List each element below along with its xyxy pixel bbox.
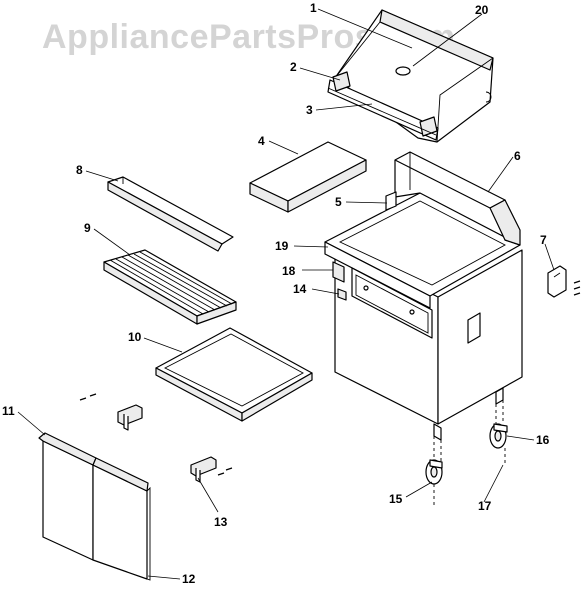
clip-14: [337, 288, 347, 301]
caster-right: [489, 400, 508, 464]
callout-18: 18: [282, 264, 296, 278]
callout-10: 10: [128, 330, 142, 344]
main-cabinet: [324, 151, 523, 441]
callout-3: 3: [306, 103, 313, 117]
hood-lid: [334, 9, 494, 143]
callout-14: 14: [293, 282, 307, 296]
door-right: [92, 457, 151, 581]
rail-bar: [107, 176, 234, 252]
handle-knob: [395, 66, 411, 76]
callout-6: 6: [514, 149, 521, 163]
hinge-13: [190, 456, 233, 483]
hinge-hardware-upper: [79, 393, 143, 431]
callout-5: 5: [335, 195, 342, 209]
door-left: [38, 432, 97, 561]
leader-lines: [17, 8, 555, 580]
callout-12: 12: [182, 572, 196, 586]
callout-13: 13: [214, 515, 228, 529]
callout-11: 11: [2, 404, 15, 418]
callout-20: 20: [475, 3, 489, 17]
callout-1: 1: [310, 1, 317, 15]
top-panel: [249, 141, 367, 213]
hood-front-rail: [327, 71, 439, 141]
callout-8: 8: [76, 163, 83, 177]
callout-2: 2: [290, 60, 297, 74]
callout-16: 16: [536, 433, 550, 447]
bracket-5: [385, 191, 397, 211]
callout-15: 15: [389, 492, 403, 506]
callout-17: 17: [478, 499, 492, 513]
tray: [155, 327, 313, 422]
callout-9: 9: [84, 221, 91, 235]
callout-7: 7: [540, 233, 547, 247]
grate: [103, 249, 237, 325]
callout-19: 19: [275, 239, 289, 253]
caster-left: [425, 436, 443, 505]
side-bracket: [547, 265, 581, 298]
callout-4: 4: [258, 134, 265, 148]
callout-numbers: 1 2 3 4 5 6 7 8 9 10 11 12 13 14 15 16 1…: [2, 1, 550, 586]
